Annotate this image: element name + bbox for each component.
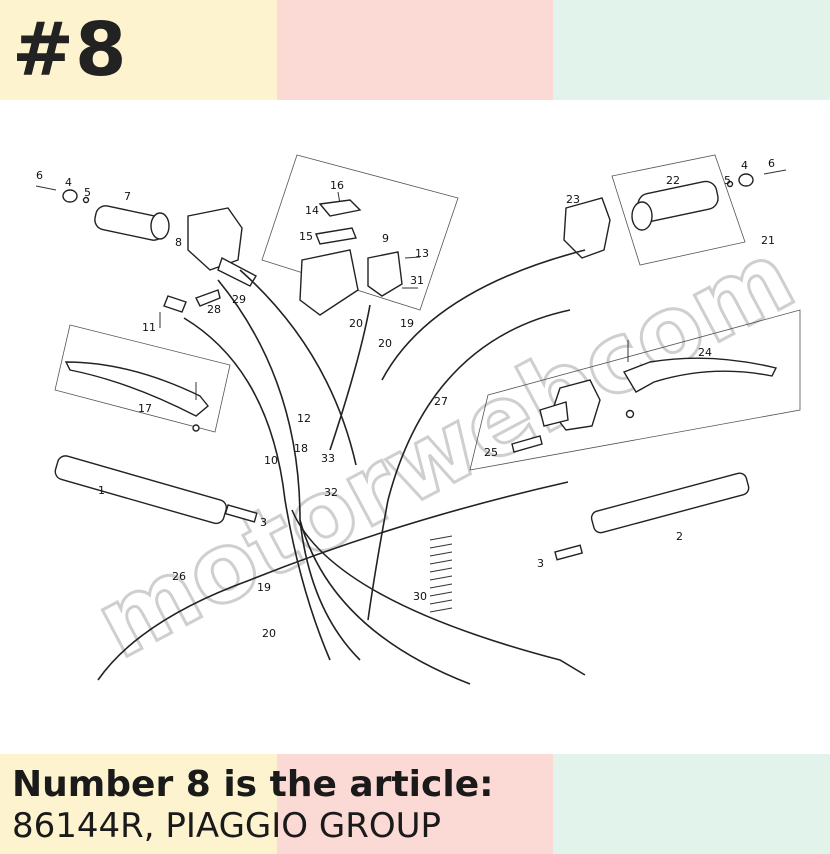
footer-band-mint: [553, 754, 830, 854]
watermark-text: motorwebcom: [78, 220, 811, 681]
left-grip: [35, 185, 170, 241]
callout-4a: 4: [65, 176, 72, 189]
callout-4b: 4: [741, 159, 748, 172]
right-grip: [631, 169, 787, 231]
footer-band-pink: [277, 754, 553, 854]
callout-29: 29: [232, 293, 246, 306]
callout-6a: 6: [36, 169, 43, 182]
callout-18: 18: [294, 442, 308, 455]
callout-24: 24: [698, 346, 712, 359]
callout-3b: 3: [537, 557, 544, 570]
callout-7: 7: [124, 190, 131, 203]
callout-6b: 6: [768, 157, 775, 170]
callout-30: 30: [413, 590, 427, 603]
switch-group-box: [261, 154, 459, 311]
callout-11: 11: [142, 321, 156, 334]
callout-27: 27: [434, 395, 448, 408]
article-caption: Number 8 is the article: 86144R, PIAGGIO…: [12, 764, 494, 846]
footer-band: [0, 754, 830, 854]
callout-22: 22: [666, 174, 680, 187]
callout-28: 28: [207, 303, 221, 316]
header-band: [0, 0, 830, 100]
callout-14: 14: [305, 204, 319, 217]
callout-19a: 19: [400, 317, 414, 330]
callout-9: 9: [382, 232, 389, 245]
band-yellow: [0, 0, 277, 100]
callout-21: 21: [761, 234, 775, 247]
switch-assembly-parts: [299, 191, 421, 316]
callout-15: 15: [299, 230, 313, 243]
callout-10: 10: [264, 454, 278, 467]
part-number-badge: #8: [12, 7, 128, 93]
callout-13: 13: [415, 247, 429, 260]
callout-3a: 3: [260, 516, 267, 529]
band-mint: [553, 0, 830, 100]
right-lever-assembly: [511, 379, 601, 453]
callout-5b: 5: [724, 174, 731, 187]
callout-2: 2: [676, 530, 683, 543]
left-small-parts: [159, 289, 221, 328]
left-handlebar-tube: [54, 455, 258, 525]
right-grip-box: [611, 154, 746, 266]
callout-17: 17: [138, 402, 152, 415]
caption-line-2: 86144R, PIAGGIO GROUP: [12, 806, 442, 846]
callout-1: 1: [98, 484, 105, 497]
left-brake-lever: [64, 361, 209, 432]
right-switch-housing: [563, 197, 611, 259]
spring-30: [429, 535, 453, 613]
callout-19b: 19: [257, 581, 271, 594]
callout-labels: 1 2 3 3 4 4 5 5 6 6 7 8 9 10 11 12 13 14…: [36, 157, 775, 640]
caption-line-1: Number 8 is the article:: [12, 764, 494, 805]
callout-32: 32: [324, 486, 338, 499]
callout-23: 23: [566, 193, 580, 206]
exploded-parts-diagram: motorwebcom: [35, 154, 813, 685]
callout-20c: 20: [262, 627, 276, 640]
callout-25: 25: [484, 446, 498, 459]
cables: [97, 249, 586, 685]
callout-26: 26: [172, 570, 186, 583]
callout-20b: 20: [378, 337, 392, 350]
right-lever-box: [469, 309, 801, 471]
left-switch-housing: [187, 207, 257, 287]
callout-12: 12: [297, 412, 311, 425]
left-lever-box: [54, 324, 231, 433]
footer-band-yellow: [0, 754, 277, 854]
callout-16: 16: [330, 179, 344, 192]
right-brake-lever: [622, 340, 778, 419]
callout-33: 33: [321, 452, 335, 465]
band-pink: [277, 0, 553, 100]
right-handlebar-tube: [554, 472, 750, 561]
callout-8: 8: [175, 236, 182, 249]
callout-20a: 20: [349, 317, 363, 330]
callout-5a: 5: [84, 186, 91, 199]
callout-31: 31: [410, 274, 424, 287]
